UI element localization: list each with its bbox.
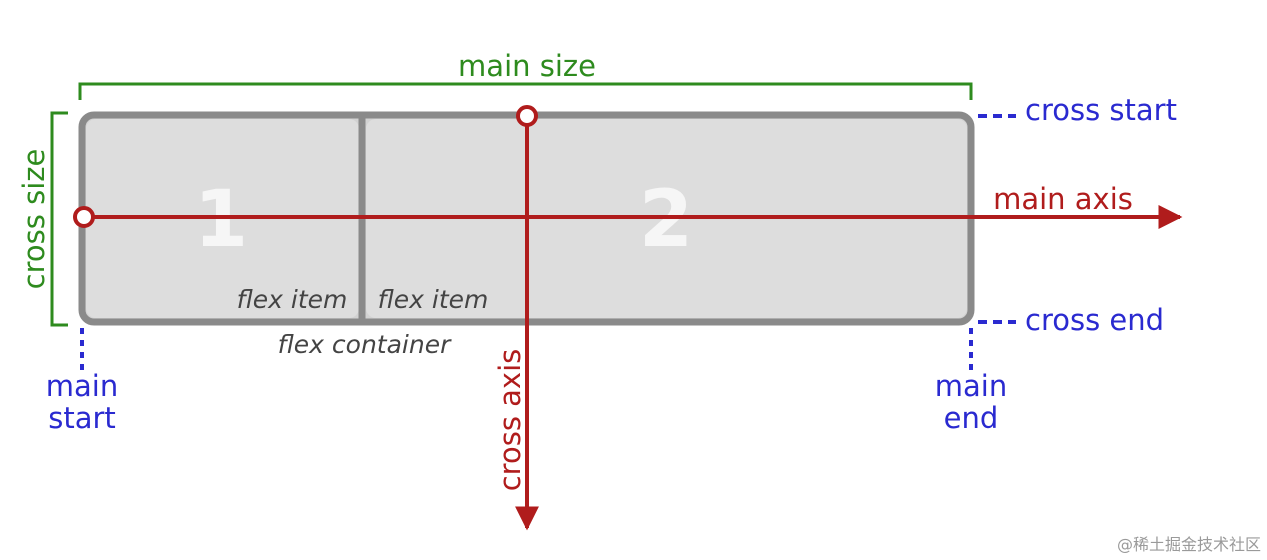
main-end-label-line1: main bbox=[935, 369, 1007, 403]
main-axis-origin bbox=[73, 206, 95, 228]
main-axis-label: main axis bbox=[993, 182, 1133, 216]
cross-axis-origin bbox=[516, 105, 538, 127]
cross-start-label: cross start bbox=[1025, 93, 1177, 127]
flex-item-1-caption: flex item bbox=[237, 285, 348, 314]
main-start-label-line1: main bbox=[46, 369, 118, 403]
cross-axis-label: cross axis bbox=[493, 349, 527, 492]
flex-item-2-caption: flex item bbox=[378, 285, 489, 314]
watermark-text: @稀土掘金技术社区 bbox=[1117, 535, 1261, 554]
flex-item-1-number: 1 bbox=[194, 175, 248, 265]
main-size-bracket bbox=[78, 82, 973, 100]
cross-size-bracket bbox=[50, 111, 68, 327]
cross-end-label: cross end bbox=[1025, 303, 1164, 337]
main-end-label-line2: end bbox=[944, 401, 999, 435]
flex-container-caption: flex container bbox=[278, 330, 452, 359]
main-start-label-line2: start bbox=[48, 401, 116, 435]
main-size-label: main size bbox=[458, 49, 596, 83]
cross-size-label: cross size bbox=[17, 149, 51, 290]
flex-item-2-number: 2 bbox=[639, 175, 693, 265]
